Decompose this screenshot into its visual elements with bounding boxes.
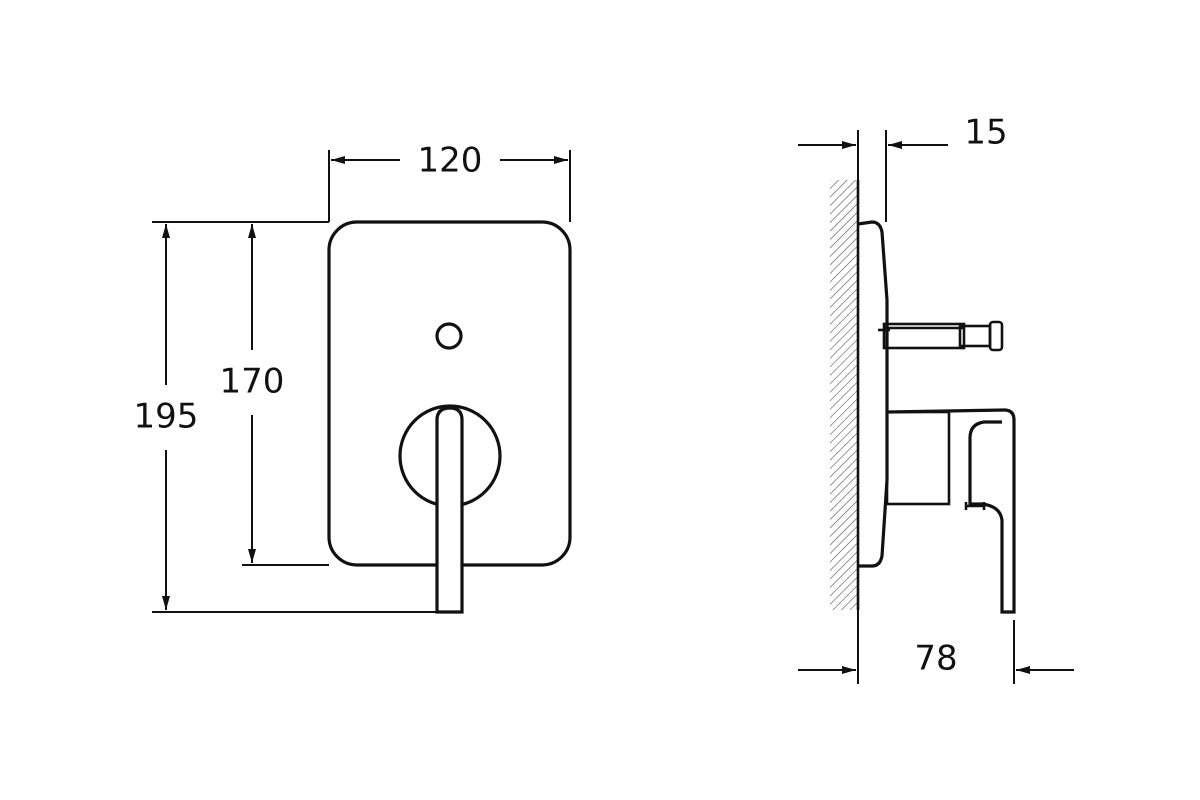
- diverter-stem: [878, 320, 1004, 352]
- side-view: 15 78: [798, 113, 1074, 684]
- dimension-total-depth: 78: [798, 610, 1074, 684]
- wall-hatching: [830, 180, 858, 610]
- dim-label-78: 78: [914, 639, 957, 679]
- dimension-plate-height: 170: [220, 221, 329, 566]
- dimension-plate-depth: 15: [798, 113, 1008, 222]
- dimension-width: 120: [328, 141, 571, 222]
- dim-label-15: 15: [964, 113, 1007, 153]
- diverter-button: [435, 322, 463, 350]
- lever-body-side: [885, 408, 1016, 614]
- front-view: 120 170 195: [134, 141, 572, 614]
- lever-handle: [435, 406, 464, 614]
- plate-profile: [857, 220, 889, 568]
- dim-label-195: 195: [134, 397, 199, 437]
- dimension-total-height: 195: [134, 221, 437, 613]
- dim-label-170: 170: [220, 362, 285, 402]
- dim-label-120: 120: [418, 141, 483, 181]
